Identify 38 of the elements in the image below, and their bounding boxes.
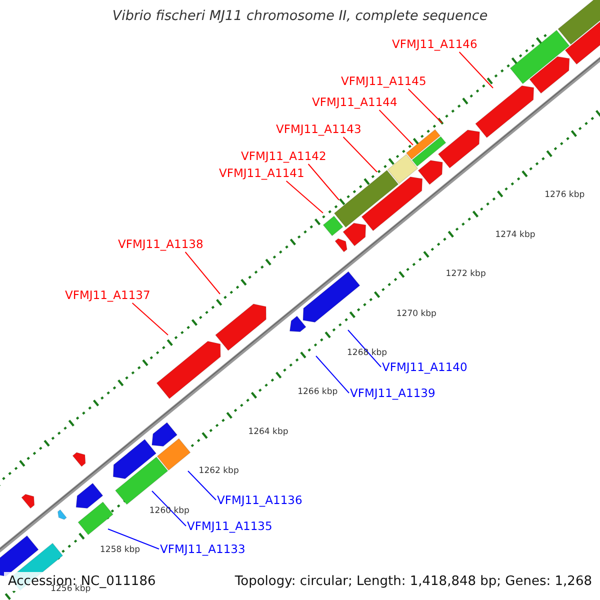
gene-label: VFMJ11_A1142: [241, 149, 326, 163]
leader-line: [378, 110, 414, 146]
tick-label: 1268 kbp: [347, 348, 388, 358]
tick-label: 1274 kbp: [495, 230, 536, 240]
gene-label: VFMJ11_A1136: [217, 493, 302, 507]
leader-line: [184, 252, 220, 294]
gene-label: VFMJ11_A1145: [341, 74, 426, 88]
leader-line: [152, 490, 186, 526]
tick-label: 1276 kbp: [544, 190, 585, 200]
leader-line: [108, 528, 160, 550]
tick-label: 1262 kbp: [198, 466, 239, 476]
gene-label: VFMJ11_A1139: [350, 386, 436, 400]
summary-text: Topology: circular; Length: 1,418,848 bp; Genes: 1,268: [234, 574, 592, 589]
tick-label: 1270 kbp: [396, 308, 436, 319]
gene-label: VFMJ11_A1141: [219, 166, 304, 180]
gene-label: VFMJ11_A1135: [187, 519, 272, 533]
leader-line: [308, 164, 340, 200]
leader-line: [132, 302, 168, 336]
leader-line: [408, 88, 442, 124]
gene-label: VFMJ11_A1146: [392, 37, 478, 51]
tick-label: 1264 kbp: [248, 426, 288, 437]
tick-label: 1272 kbp: [446, 269, 486, 280]
leader-line: [286, 180, 324, 214]
gene-label: VFMJ11_A1137: [65, 288, 150, 302]
leader-line: [348, 330, 382, 368]
tick-label: 1260 kbp: [149, 506, 190, 516]
leader-line: [316, 356, 350, 394]
gene-label: VFMJ11_A1140: [382, 360, 468, 374]
tick-label: 1258 kbp: [100, 545, 140, 555]
leader-line: [458, 52, 494, 88]
gene-label: VFMJ11_A1138: [118, 237, 204, 251]
title: Vibrio fischeri MJ11 chromosome II, complete sequence: [111, 8, 489, 24]
leader-line: [188, 470, 216, 500]
gene-label: VFMJ11_A1144: [312, 95, 398, 109]
gene-label: VFMJ11_A1143: [276, 122, 362, 136]
gene-label: VFMJ11_A1133: [160, 542, 246, 556]
leader-line: [342, 136, 378, 172]
tick-label: 1266 kbp: [298, 387, 338, 398]
